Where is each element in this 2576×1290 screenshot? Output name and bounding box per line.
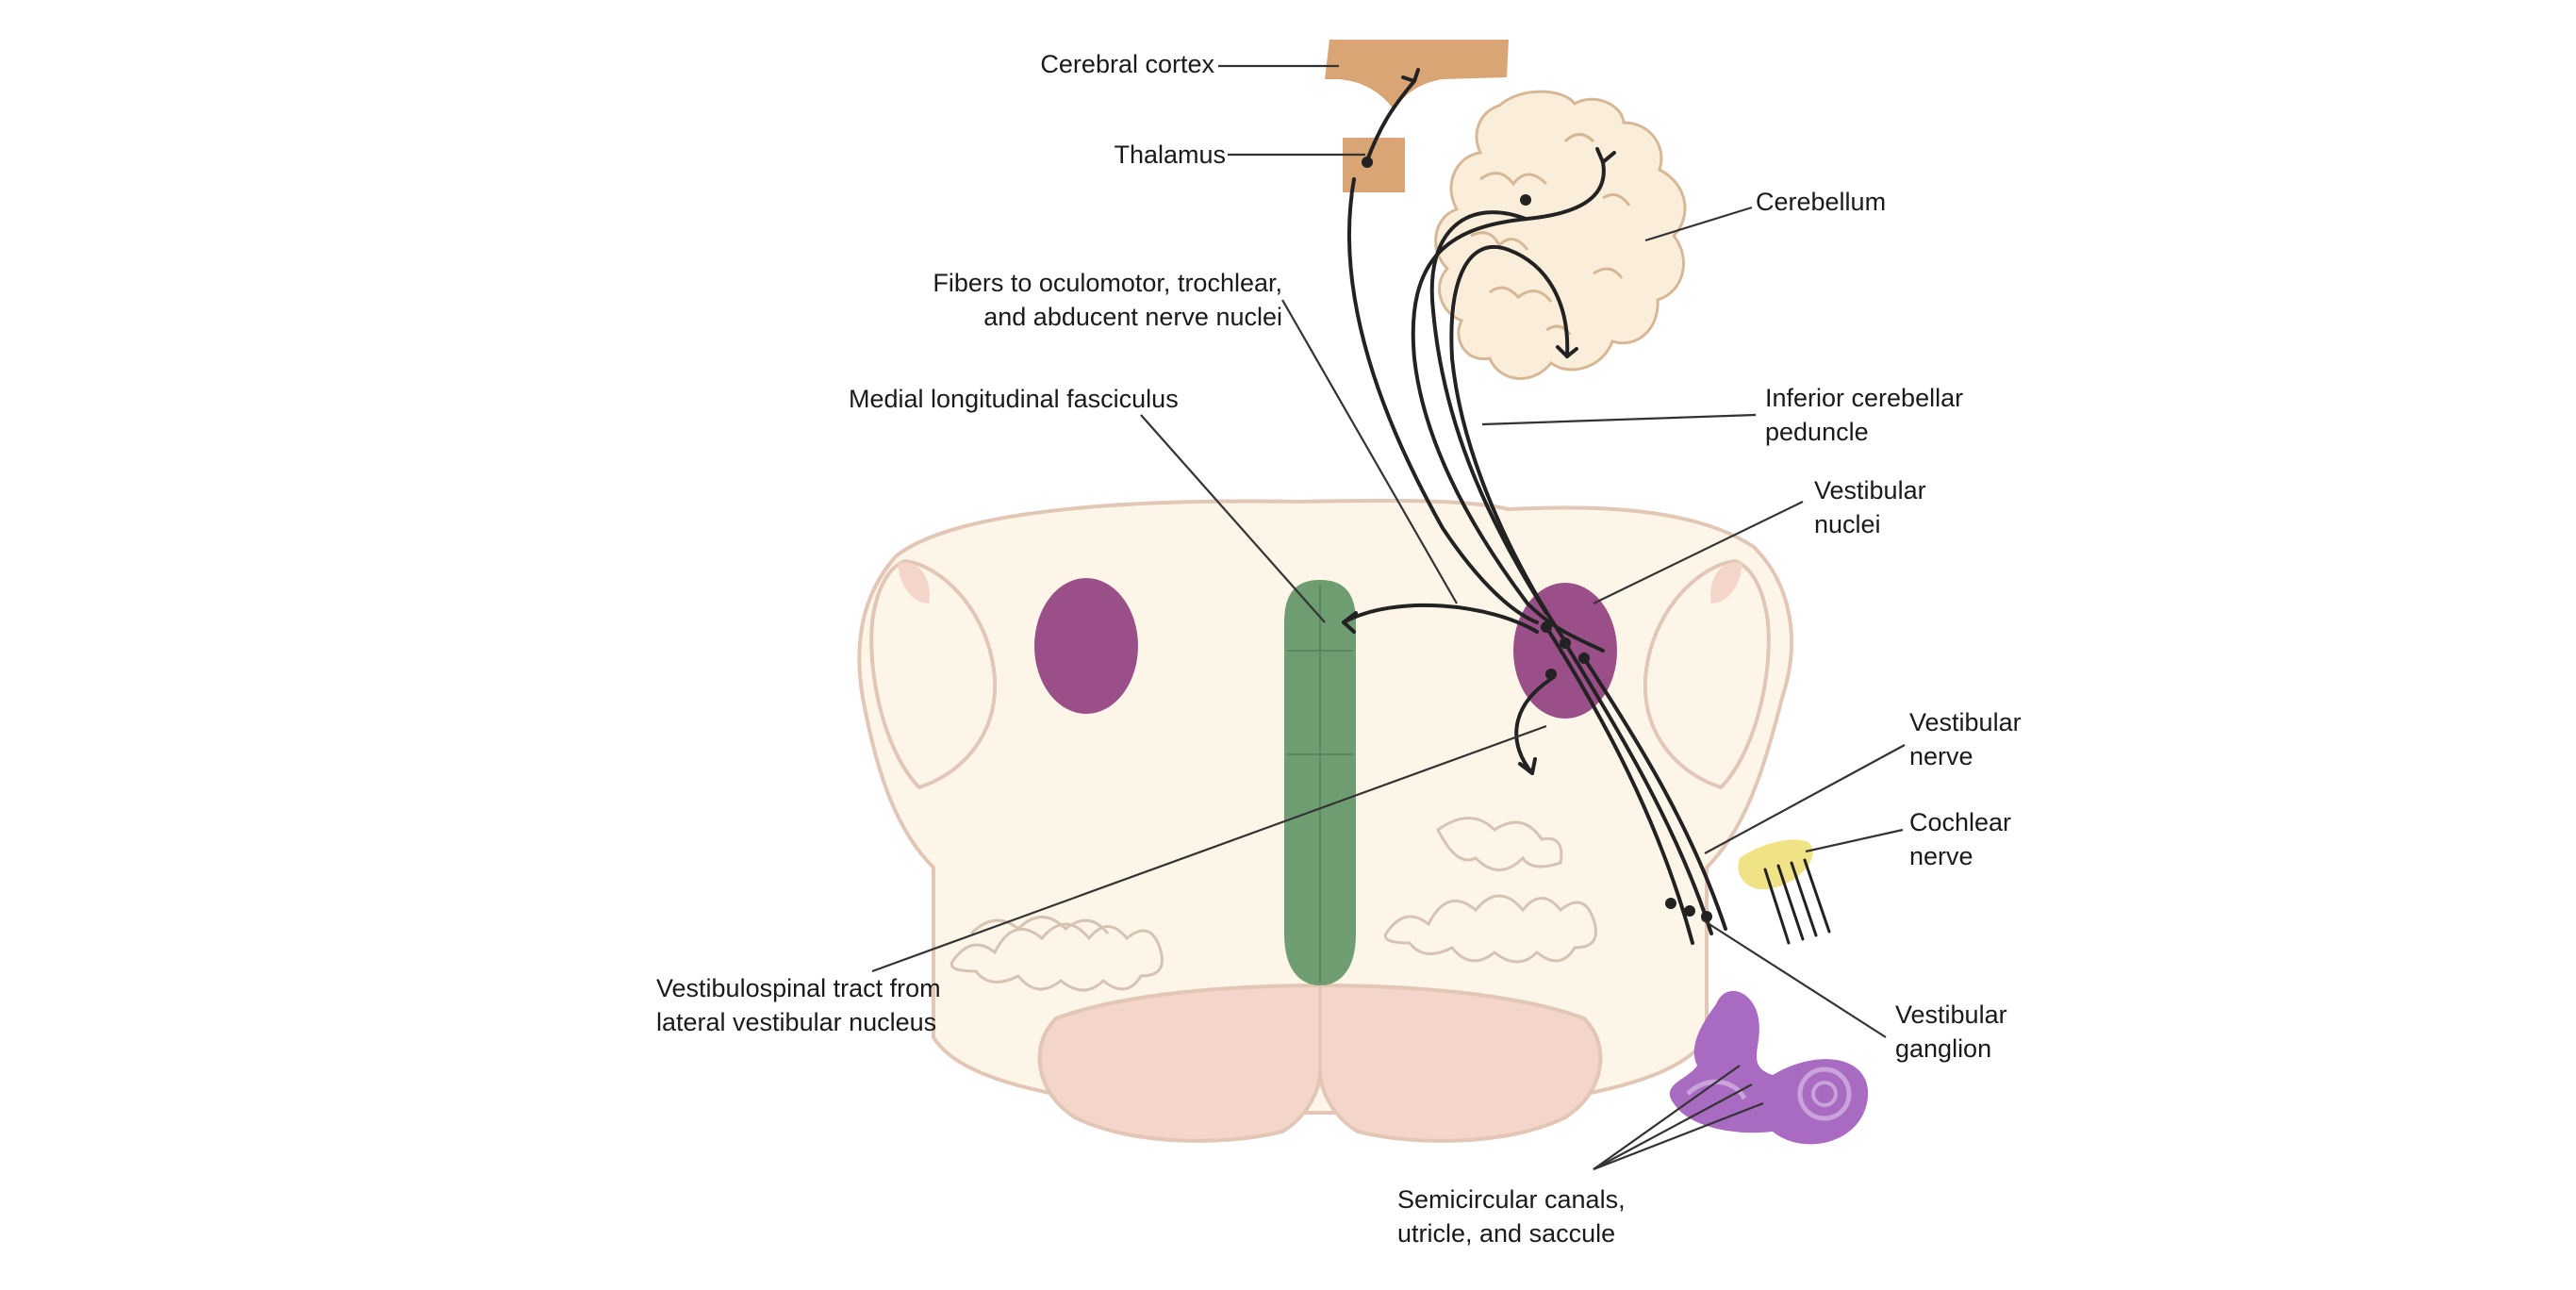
leader-lines [871, 64, 1906, 1171]
vestibulospinal-text-line2: lateral vestibular nucleus [656, 1008, 937, 1036]
vestibular-nerve-text-line2: nerve [1909, 742, 1973, 770]
label-thalamus: Thalamus [990, 138, 1226, 172]
fibers-text-line2: and abducent nerve nuclei [983, 303, 1282, 331]
label-vestibular-ganglion: Vestibular ganglion [1895, 998, 2007, 1066]
cerebellum-shape [1434, 90, 1687, 380]
left-nucleus-shape [1034, 578, 1138, 714]
mlf-text: Medial longitudinal fasciculus [849, 385, 1179, 413]
neural-pathways [1342, 68, 1727, 945]
labyrinth-shape [1669, 990, 1869, 1145]
cerebellum-text: Cerebellum [1756, 188, 1887, 216]
label-fibers-to-nuclei: Fibers to oculomotor, trochlear, and abd… [849, 266, 1282, 334]
label-inferior-cerebellar-peduncle: Inferior cerebellar peduncle [1765, 381, 1963, 449]
vestibular-ganglion-text-line2: ganglion [1895, 1034, 1992, 1063]
vestibular-nuclei-text-line2: nuclei [1814, 510, 1881, 538]
fibers-text-line1: Fibers to oculomotor, trochlear, [933, 269, 1282, 297]
vestibular-nerve-text-line1: Vestibular [1909, 708, 2022, 736]
semicircular-text-line1: Semicircular canals, [1397, 1185, 1626, 1214]
vestibulospinal-text-line1: Vestibulospinal tract from [656, 974, 941, 1002]
label-cerebellum: Cerebellum [1756, 185, 1886, 219]
cerebral-cortex-text: Cerebral cortex [1040, 50, 1214, 78]
cochlear-fibers [1763, 858, 1831, 945]
icp-text-line1: Inferior cerebellar [1765, 384, 1964, 412]
thalamus-text: Thalamus [1114, 141, 1226, 169]
vestibular-ganglion-text-line1: Vestibular [1895, 1001, 2007, 1029]
cochlear-nerve-text-line1: Cochlear [1909, 808, 2012, 836]
semicircular-text-line2: utricle, and saccule [1397, 1219, 1616, 1248]
label-vestibular-nerve: Vestibular nerve [1909, 705, 2022, 773]
vestibular-nuclei-text-line1: Vestibular [1814, 476, 1926, 504]
cochlear-nerve-text-line2: nerve [1909, 842, 1973, 870]
label-vestibulospinal-tract: Vestibulospinal tract from lateral vesti… [656, 971, 941, 1039]
cochlear-nerve-shape [1738, 839, 1813, 890]
label-semicircular-canals: Semicircular canals, utricle, and saccul… [1397, 1182, 1626, 1250]
label-vestibular-nuclei: Vestibular nuclei [1814, 473, 1926, 541]
label-cochlear-nerve: Cochlear nerve [1909, 805, 2011, 873]
label-cerebral-cortex: Cerebral cortex [962, 47, 1214, 81]
icp-text-line2: peduncle [1765, 418, 1869, 446]
label-medial-longitudinal-fasciculus: Medial longitudinal fasciculus [849, 382, 1179, 416]
